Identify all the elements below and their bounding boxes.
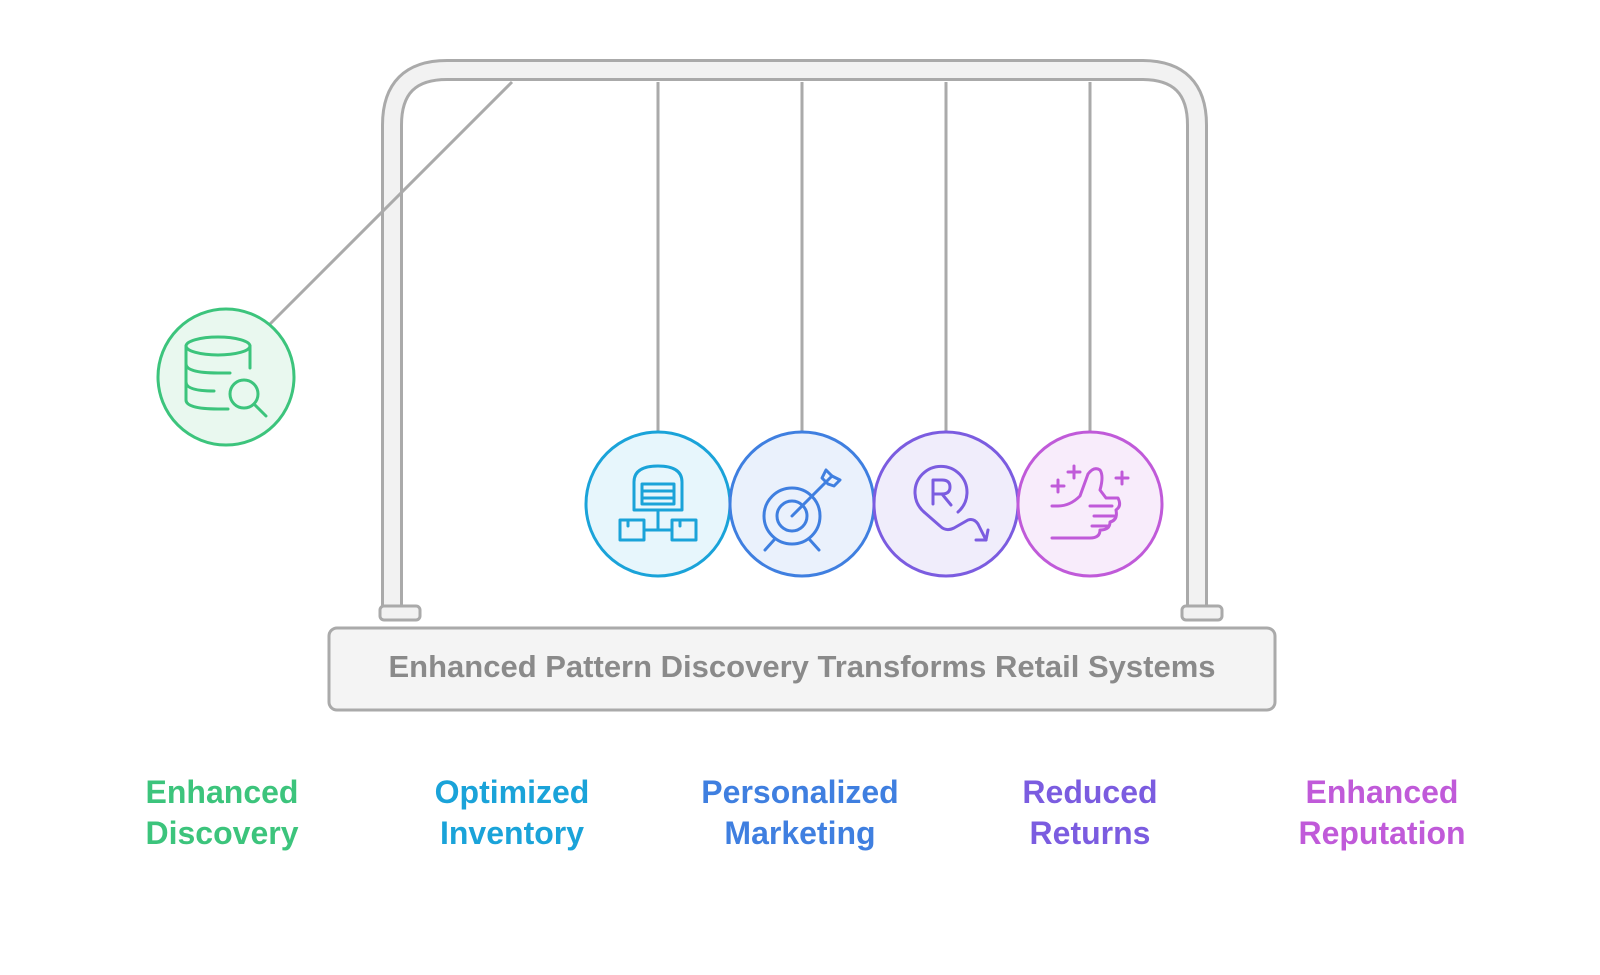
diagram-title: Enhanced Pattern Discovery Transforms Re… [389,649,1216,684]
ball-marketing [728,430,876,578]
ball-returns [872,430,1020,578]
database-search-icon [184,335,268,418]
cradle-foot-right [1180,604,1224,622]
cradle-base [327,626,1277,712]
target-arrow-icon [762,468,842,552]
returns-icon [913,464,990,542]
thumbs-up-icon [1050,464,1130,540]
warehouse-icon [618,464,698,542]
ball-inventory [584,430,732,578]
string-discovery [268,80,514,326]
ball-discovery [156,307,296,447]
cradle-frame-inner [384,62,1205,615]
ball-reputation [1016,430,1164,578]
cradle-foot-left [378,604,422,622]
